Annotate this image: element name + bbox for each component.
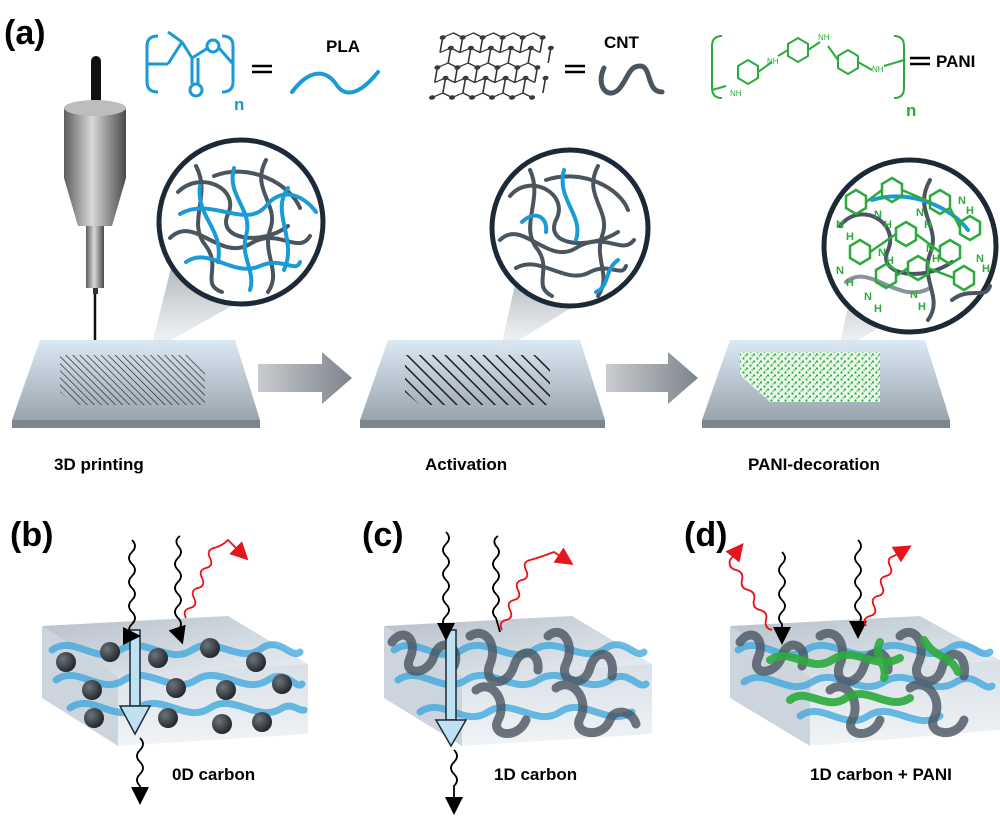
panel-a: (a) n PLA bbox=[4, 14, 999, 474]
zoom-cone-1 bbox=[150, 252, 246, 352]
pani-atom-15: N bbox=[864, 291, 872, 303]
incident-wave-b2 bbox=[168, 535, 186, 645]
step-3-pani-decoration: N H N H N H N H N H N H N H N H N H N H bbox=[702, 157, 999, 428]
pla-structure bbox=[145, 30, 235, 98]
pani-atom-3: N bbox=[874, 209, 882, 221]
caption-1d-carbon-pani: 1D carbon + PANI bbox=[810, 765, 952, 784]
incident-wave-c1 bbox=[437, 531, 455, 641]
equiv-symbol-pani bbox=[910, 56, 930, 66]
pani-atom-6: H bbox=[924, 219, 932, 231]
incident-wave-c2 bbox=[492, 535, 501, 633]
pani-atom-16: H bbox=[874, 303, 882, 315]
caption-3d-printing: 3D printing bbox=[54, 455, 144, 474]
reflected-wave-d1 bbox=[725, 542, 773, 631]
zoom-network-cnt bbox=[498, 164, 636, 298]
pani-atom-8: H bbox=[966, 205, 974, 217]
pani-atom-12: H bbox=[886, 255, 894, 267]
zoom-network-pla-cnt bbox=[168, 158, 318, 294]
transmission-arrow-c bbox=[434, 629, 468, 748]
panel-d: (d) 1D carbon + PANI bbox=[684, 516, 1000, 784]
graphene-sheet-icon bbox=[429, 32, 554, 100]
pla-n: n bbox=[234, 95, 244, 114]
pani-atom-7: N bbox=[958, 195, 966, 207]
panel-b-letter: (b) bbox=[10, 516, 53, 554]
transmitted-wave-b bbox=[131, 737, 149, 805]
pani-atom-11: N bbox=[878, 247, 886, 259]
pani-nh-3: NH bbox=[818, 33, 830, 42]
panel-c: (c) 1D carbon bbox=[362, 516, 652, 815]
caption-activation: Activation bbox=[425, 455, 507, 474]
incident-wave-b1 bbox=[119, 539, 139, 643]
pani-nh-1: NH bbox=[730, 89, 742, 98]
panel-d-letter: (d) bbox=[684, 516, 727, 554]
pani-atom-17: N bbox=[910, 289, 918, 301]
reflected-wave-d2 bbox=[863, 545, 912, 627]
pani-atom-20: H bbox=[982, 263, 990, 275]
carbon-particles-0d bbox=[56, 638, 292, 734]
printed-block-2 bbox=[405, 355, 550, 405]
zoom-circle-1 bbox=[156, 137, 326, 307]
cnt-legend: CNT bbox=[429, 32, 665, 100]
pani-atom-13: N bbox=[926, 243, 934, 255]
pani-nh-2: NH bbox=[767, 57, 779, 66]
incident-wave-d2 bbox=[849, 539, 867, 639]
cnt-tube-icon bbox=[598, 63, 665, 96]
equiv-symbol-pla bbox=[252, 64, 272, 74]
zoom-network-pani: N H N H N H N H N H N H N H N H N H N H bbox=[836, 176, 992, 322]
zoom-circle-2 bbox=[489, 147, 651, 309]
incident-wave-d1 bbox=[773, 551, 791, 645]
pani-nh-4: NH bbox=[872, 65, 884, 74]
panel-b: (b) 0D carbon bbox=[10, 516, 308, 805]
pani-atom-14: H bbox=[932, 253, 940, 265]
transmitted-wave-c bbox=[445, 749, 463, 815]
pani-legend: NH NH NH NH n PANI bbox=[711, 33, 975, 120]
reflected-wave-b bbox=[183, 538, 249, 619]
pani-n: n bbox=[906, 101, 916, 120]
pani-atom-2: H bbox=[846, 231, 854, 243]
pani-atom-9: N bbox=[836, 265, 844, 277]
pani-atom-10: H bbox=[846, 277, 854, 289]
step-1-printing bbox=[12, 137, 326, 428]
caption-1d-carbon: 1D carbon bbox=[494, 765, 577, 784]
caption-pani-decoration: PANI-decoration bbox=[748, 455, 880, 474]
printed-block-1 bbox=[60, 355, 205, 405]
process-arrow-2 bbox=[606, 352, 698, 404]
equiv-symbol-cnt bbox=[565, 64, 585, 74]
printer-nozzle bbox=[64, 56, 126, 352]
step-2-activation bbox=[360, 147, 651, 428]
process-arrow-1 bbox=[258, 352, 352, 404]
pani-label: PANI bbox=[936, 52, 975, 71]
pani-atom-5: N bbox=[916, 207, 924, 219]
cnt-label: CNT bbox=[604, 33, 640, 52]
caption-0d-carbon: 0D carbon bbox=[172, 765, 255, 784]
pani-atom-19: N bbox=[976, 253, 984, 265]
pani-atom-18: H bbox=[918, 301, 926, 313]
pani-atom-1: N bbox=[836, 219, 844, 231]
panel-a-letter: (a) bbox=[4, 14, 46, 52]
pla-label: PLA bbox=[326, 37, 360, 56]
pani-atom-4: H bbox=[884, 219, 892, 231]
pani-strands-d bbox=[766, 636, 962, 707]
pla-legend: n PLA bbox=[145, 30, 380, 114]
pla-chain-icon bbox=[290, 70, 380, 95]
panel-c-letter: (c) bbox=[362, 516, 404, 554]
reflected-wave-c bbox=[499, 547, 574, 631]
printed-block-3 bbox=[740, 352, 880, 402]
